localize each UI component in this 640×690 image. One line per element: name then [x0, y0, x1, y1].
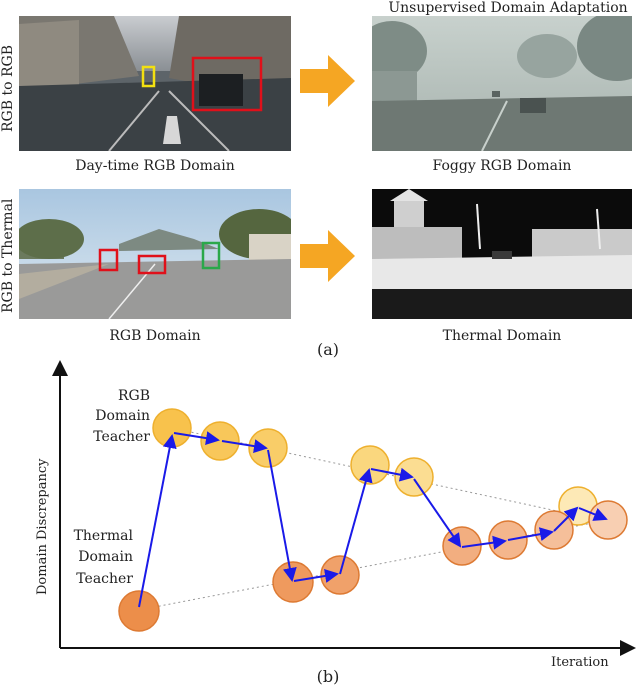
photo-daytime-rgb [19, 16, 291, 151]
rgb-trend-line [171, 427, 609, 523]
rgb-node [394, 457, 434, 497]
caption-foggy-rgb: Foggy RGB Domain [432, 158, 572, 174]
thermal-node [588, 500, 628, 540]
svg-text:Domain: Domain [95, 408, 150, 424]
thermal-node [118, 590, 160, 632]
thermal-teacher-circles [118, 500, 628, 632]
y-axis-label: Domain Discrepancy [35, 458, 50, 595]
x-axis-label: Iteration [551, 655, 609, 670]
row-label-rgb-to-rgb: RGB to RGB [0, 45, 16, 132]
rgb-teacher-label: RGB Domain Teacher [93, 388, 150, 445]
rgb-node [248, 428, 288, 468]
box-green [201, 241, 221, 270]
thermal-node [320, 555, 360, 595]
row-label-rgb-to-thermal: RGB to Thermal [0, 198, 16, 313]
svg-text:Teacher: Teacher [76, 571, 133, 587]
panel-a-sublabel: (a) [316, 340, 340, 359]
photo-rgb [19, 189, 291, 319]
rgb-node [350, 445, 390, 485]
caption-rgb: RGB Domain [109, 328, 201, 344]
box-red [191, 56, 263, 112]
photo-thermal [372, 189, 632, 319]
uda-title: Unsupervised Domain Adaptation [388, 0, 628, 16]
svg-text:RGB: RGB [118, 388, 150, 404]
thermal-teacher-label: Thermal Domain Teacher [74, 528, 134, 587]
panel-b-diagram: RGB Domain Teacher Thermal Domain Teache… [35, 360, 636, 686]
box-yellow [141, 65, 156, 88]
thermal-node [272, 561, 314, 603]
rgb-node [200, 421, 240, 461]
svg-text:Domain: Domain [78, 549, 133, 565]
svg-text:Teacher: Teacher [93, 429, 150, 445]
box-red-car [137, 254, 167, 275]
training-trajectory [138, 431, 608, 608]
photo-foggy-rgb [372, 16, 632, 151]
rgb-node [152, 408, 192, 448]
panel-b-sublabel: (b) [317, 667, 340, 686]
svg-text:Thermal: Thermal [74, 528, 134, 544]
rgb-teacher-circles [152, 408, 598, 526]
arrow-rgb-to-rgb [300, 55, 355, 107]
arrow-rgb-to-thermal [300, 230, 355, 282]
caption-thermal: Thermal Domain [442, 328, 562, 344]
caption-daytime-rgb: Day-time RGB Domain [75, 158, 235, 174]
box-red-small [98, 248, 119, 272]
